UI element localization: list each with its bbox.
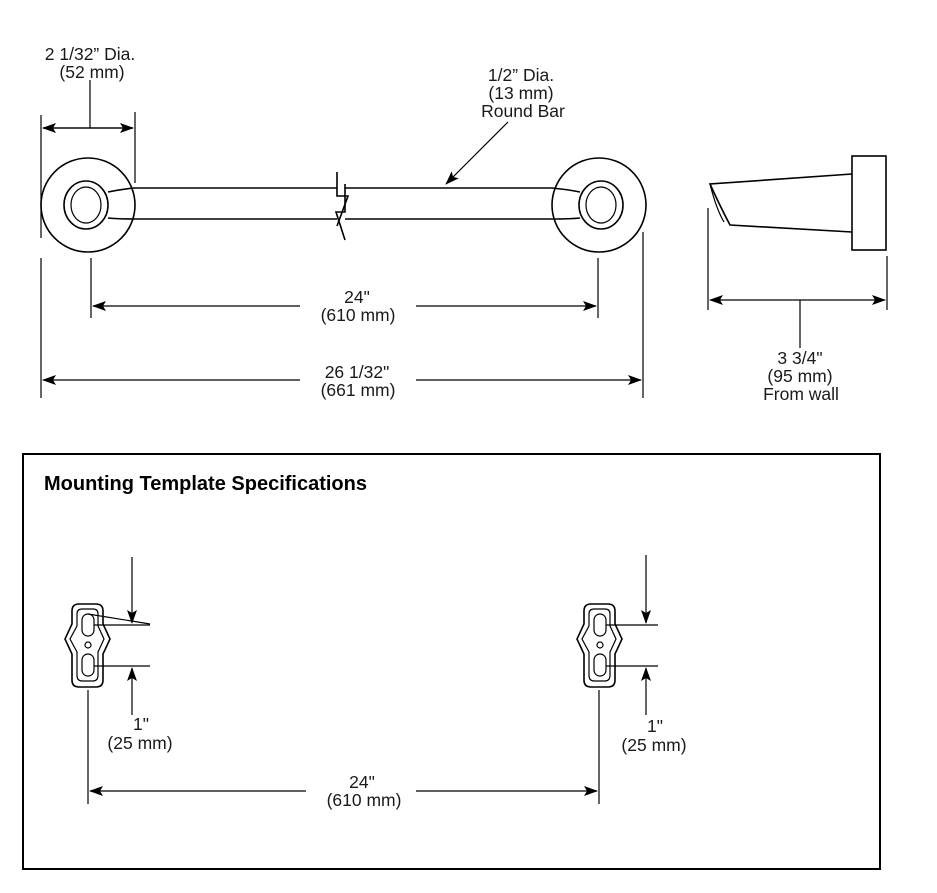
right-mounting-bracket bbox=[576, 603, 658, 688]
center-length-label: 24" bbox=[344, 287, 370, 307]
template-center-label: 24" bbox=[349, 772, 375, 792]
overall-length-mm-label: (661 mm) bbox=[321, 380, 396, 400]
center-length-dimension: 24" (610 mm) bbox=[90, 258, 599, 325]
round-bar bbox=[107, 172, 581, 241]
round-bar-label: Round Bar bbox=[481, 101, 565, 121]
side-view: 3 3/4" (95 mm) From wall bbox=[707, 155, 888, 404]
bar-dia-label: 1/2” Dia. bbox=[488, 65, 554, 85]
mounting-template-panel: Mounting Template Specifications 1" (25 … bbox=[22, 453, 881, 870]
flange-dia-mm-label: (52 mm) bbox=[59, 62, 124, 82]
template-title: Mounting Template Specifications bbox=[44, 473, 367, 495]
break-mark-left bbox=[336, 172, 350, 227]
flange-dia-dimension: 2 1/32” Dia. (52 mm) bbox=[40, 44, 136, 238]
template-center-mm-label: (610 mm) bbox=[327, 790, 402, 810]
left-mounting-bracket bbox=[64, 603, 151, 688]
projection-mm-label: (95 mm) bbox=[767, 366, 832, 386]
right-slot-dimension: 1" (25 mm) bbox=[621, 555, 687, 755]
left-flange bbox=[40, 157, 136, 253]
bar-dia-mm-label: (13 mm) bbox=[488, 83, 553, 103]
projection-label: 3 3/4" bbox=[777, 348, 822, 368]
from-wall-label: From wall bbox=[763, 384, 839, 404]
left-slot-spacing-label: 1" bbox=[133, 714, 149, 734]
bar-dia-callout: 1/2” Dia. (13 mm) Round Bar bbox=[445, 65, 565, 185]
center-length-mm-label: (610 mm) bbox=[321, 305, 396, 325]
template-frame bbox=[22, 453, 881, 870]
overall-length-label: 26 1/32" bbox=[325, 362, 390, 382]
right-slot-spacing-label: 1" bbox=[647, 716, 663, 736]
right-slot-spacing-mm-label: (25 mm) bbox=[621, 735, 686, 755]
template-center-dimension: 24" (610 mm) bbox=[87, 690, 600, 810]
left-slot-spacing-mm-label: (25 mm) bbox=[107, 733, 172, 753]
left-slot-dimension: 1" (25 mm) bbox=[107, 557, 173, 753]
arm-side bbox=[708, 173, 853, 233]
wall-flange-side bbox=[851, 155, 887, 251]
flange-dia-label: 2 1/32” Dia. bbox=[45, 44, 135, 64]
overall-length-dimension: 26 1/32" (661 mm) bbox=[40, 232, 644, 400]
right-flange bbox=[551, 157, 647, 253]
front-view: 2 1/32” Dia. (52 mm) 1/2” Dia. (13 mm) R… bbox=[40, 44, 647, 400]
break-mark-right bbox=[334, 184, 346, 241]
